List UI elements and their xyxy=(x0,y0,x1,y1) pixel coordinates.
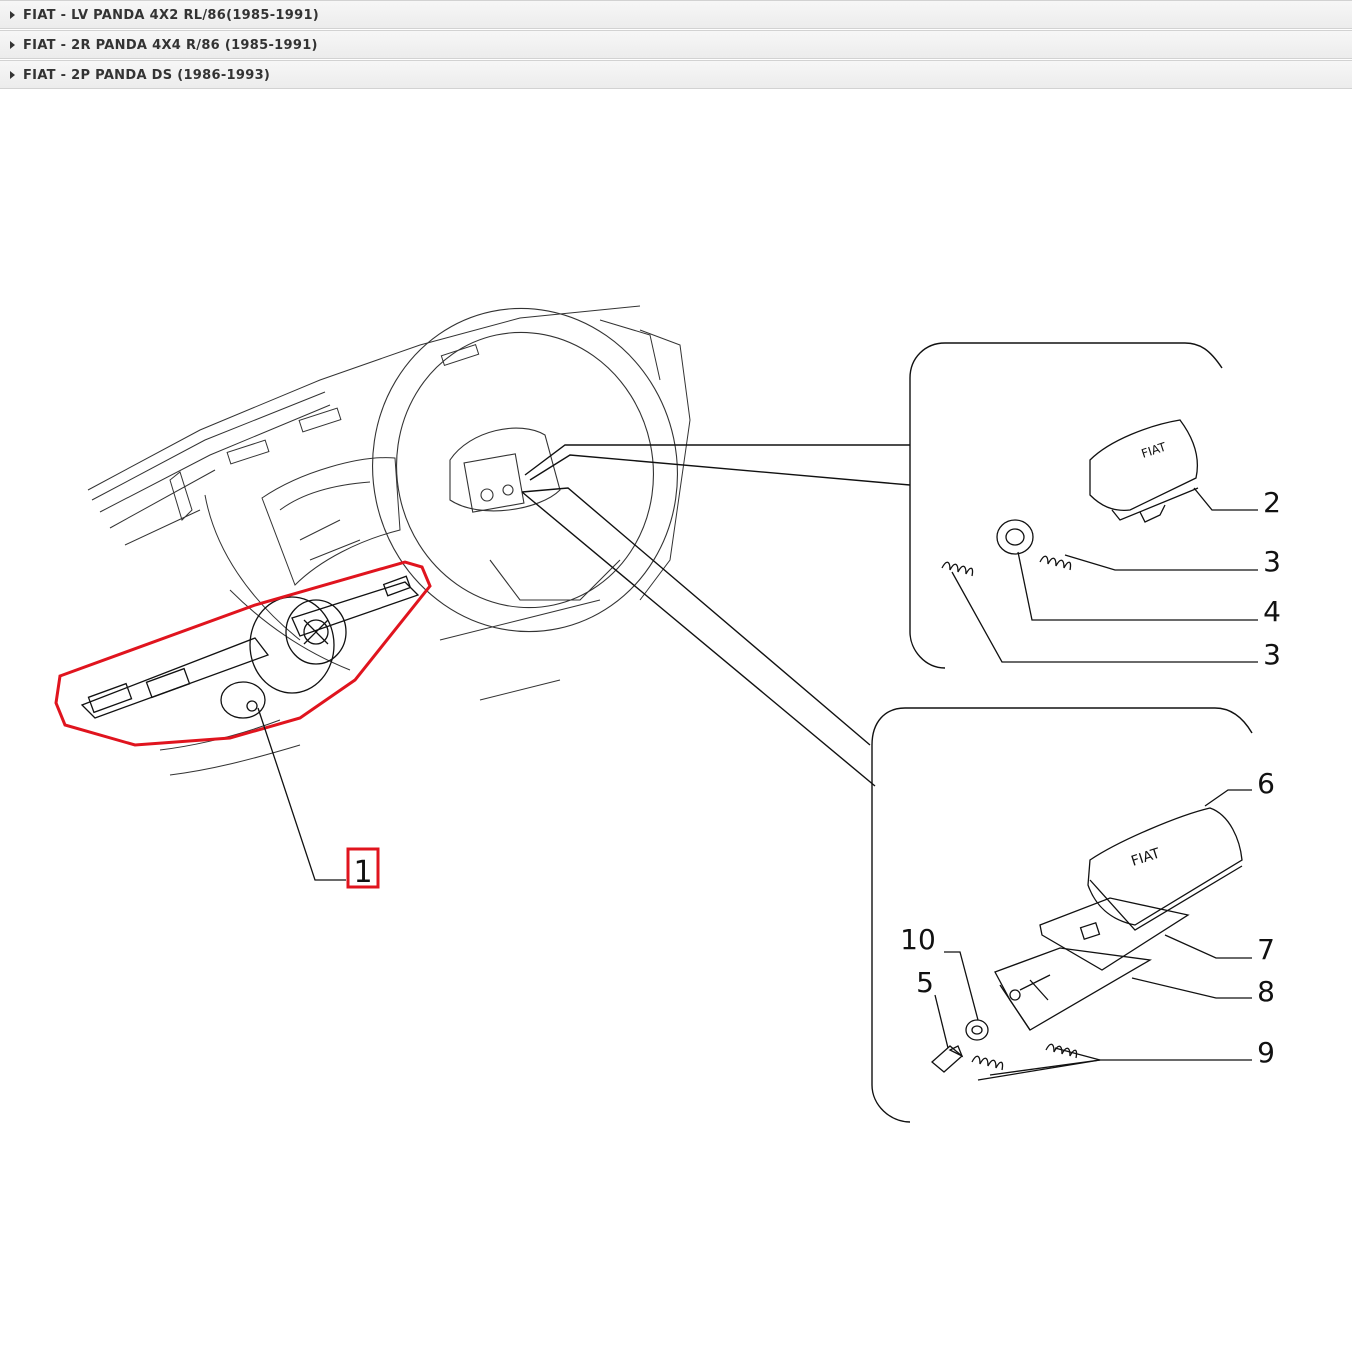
model-row-lv-panda-4x2[interactable]: FIAT - LV PANDA 4X2 RL/86(1985-1991) xyxy=(0,0,1352,29)
expand-arrow-icon xyxy=(10,41,15,49)
callout-10-label[interactable]: 10 xyxy=(900,923,936,956)
detail-connector-lines xyxy=(521,444,911,787)
model-row-2r-panda-4x4[interactable]: FIAT - 2R PANDA 4X4 R/86 (1985-1991) xyxy=(0,30,1352,59)
callout-2-label[interactable]: 2 xyxy=(1263,486,1281,519)
callout-3-label[interactable]: 3 xyxy=(1263,545,1281,578)
callout-8-label[interactable]: 8 xyxy=(1257,975,1275,1008)
callout-6-label[interactable]: 6 xyxy=(1257,767,1275,800)
dashboard-drawing xyxy=(87,305,691,776)
combination-switch-drawing xyxy=(80,575,420,719)
callout-1-box[interactable] xyxy=(346,847,380,889)
callout-3b-label[interactable]: 3 xyxy=(1263,638,1281,671)
vehicle-model-list: FIAT - LV PANDA 4X2 RL/86(1985-1991) FIA… xyxy=(0,0,1352,90)
callout-5-label[interactable]: 5 xyxy=(916,966,934,999)
leader-line-1 xyxy=(257,707,346,881)
expand-arrow-icon xyxy=(10,71,15,79)
parts-exploded-diagram: 1 FIAT 2 3 4 3 FIAT xyxy=(54,305,1281,1123)
upper-detail-frame xyxy=(909,342,1223,669)
lower-detail-frame xyxy=(871,707,1253,1123)
callout-7-label[interactable]: 7 xyxy=(1257,933,1275,966)
fastener-drawings xyxy=(931,1019,1078,1073)
callout-4-label[interactable]: 4 xyxy=(1263,595,1281,628)
model-row-label: FIAT - 2R PANDA 4X4 R/86 (1985-1991) xyxy=(23,38,318,53)
lower-leader-lines xyxy=(934,789,1252,1081)
part-1-highlight-outline xyxy=(54,560,432,747)
spring-drawings xyxy=(941,555,1072,577)
callout-1-label: 1 xyxy=(353,855,372,890)
horn-assembly-drawing: FIAT xyxy=(994,807,1243,1031)
horn-fiat-logo: FIAT xyxy=(1140,440,1169,461)
steering-wheel-drawing xyxy=(372,307,678,633)
horn-button-drawing: FIAT xyxy=(1089,419,1199,523)
assembly-fiat-logo: FIAT xyxy=(1129,845,1162,869)
expand-arrow-icon xyxy=(10,11,15,19)
model-row-2p-panda-ds[interactable]: FIAT - 2P PANDA DS (1986-1993) xyxy=(0,60,1352,89)
model-row-label: FIAT - LV PANDA 4X2 RL/86(1985-1991) xyxy=(23,8,320,23)
ring-drawing xyxy=(996,519,1034,555)
callout-9-label[interactable]: 9 xyxy=(1257,1036,1275,1069)
upper-leader-lines xyxy=(951,487,1258,663)
model-row-label: FIAT - 2P PANDA DS (1986-1993) xyxy=(23,68,271,83)
